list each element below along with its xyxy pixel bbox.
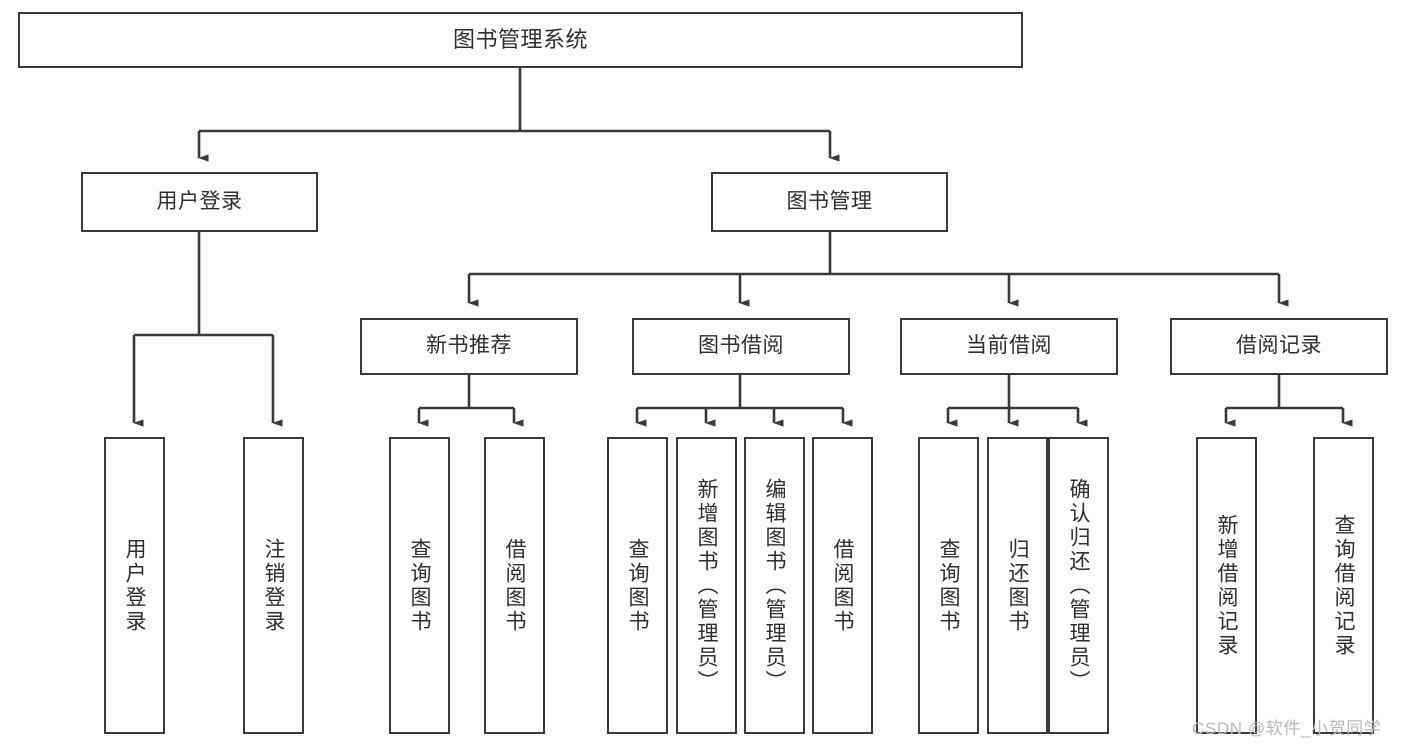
node-label: 图书管理系统: [452, 27, 588, 53]
node-book-borrow[interactable]: 图书借阅: [632, 318, 850, 375]
node-leaf-borrow-book-2[interactable]: 借阅图书: [812, 437, 873, 734]
node-root-system[interactable]: 图书管理系统: [18, 12, 1023, 68]
node-label: 编辑图书（管理员）: [763, 477, 786, 694]
node-book-management[interactable]: 图书管理: [711, 172, 948, 232]
node-leaf-query-book-3[interactable]: 查询图书: [918, 437, 979, 734]
node-label: 查询图书: [937, 537, 960, 634]
node-leaf-edit-book[interactable]: 编辑图书（管理员）: [744, 437, 805, 734]
node-leaf-borrow-book-1[interactable]: 借阅图书: [484, 437, 545, 734]
node-leaf-logout[interactable]: 注销登录: [243, 437, 304, 734]
node-label: 新增借阅记录: [1215, 513, 1238, 658]
node-label: 查询图书: [626, 537, 649, 634]
node-leaf-query-record[interactable]: 查询借阅记录: [1313, 437, 1374, 734]
node-label: 查询图书: [408, 537, 431, 634]
node-label: 查询借阅记录: [1332, 513, 1355, 658]
node-label: 归还图书: [1006, 537, 1029, 634]
node-user-login[interactable]: 用户登录: [81, 172, 318, 232]
node-new-book-recommend[interactable]: 新书推荐: [360, 318, 578, 375]
node-label: 用户登录: [123, 537, 146, 634]
node-label: 当前借阅: [966, 334, 1052, 358]
node-label: 借阅图书: [831, 537, 854, 634]
node-current-borrow[interactable]: 当前借阅: [900, 318, 1118, 375]
node-label: 借阅记录: [1236, 334, 1322, 358]
csdn-watermark: CSDN @软件_小贺同学: [1192, 719, 1382, 738]
node-leaf-add-record[interactable]: 新增借阅记录: [1196, 437, 1257, 734]
node-label: 确认归还（管理员）: [1067, 477, 1090, 694]
node-leaf-query-book-2[interactable]: 查询图书: [607, 437, 668, 734]
node-leaf-add-book[interactable]: 新增图书（管理员）: [676, 437, 737, 734]
node-label: 借阅图书: [503, 537, 526, 634]
node-label: 注销登录: [262, 537, 285, 634]
node-leaf-return-book[interactable]: 归还图书: [987, 437, 1048, 734]
node-label: 图书借阅: [698, 334, 784, 358]
node-leaf-user-login[interactable]: 用户登录: [104, 437, 165, 734]
node-label: 新增图书（管理员）: [695, 477, 718, 694]
node-borrow-record[interactable]: 借阅记录: [1170, 318, 1388, 375]
node-label: 图书管理: [786, 189, 873, 213]
node-leaf-query-book-1[interactable]: 查询图书: [389, 437, 450, 734]
node-leaf-confirm-return[interactable]: 确认归还（管理员）: [1048, 437, 1109, 734]
node-label: 用户登录: [156, 189, 243, 213]
node-label: 新书推荐: [426, 334, 512, 358]
